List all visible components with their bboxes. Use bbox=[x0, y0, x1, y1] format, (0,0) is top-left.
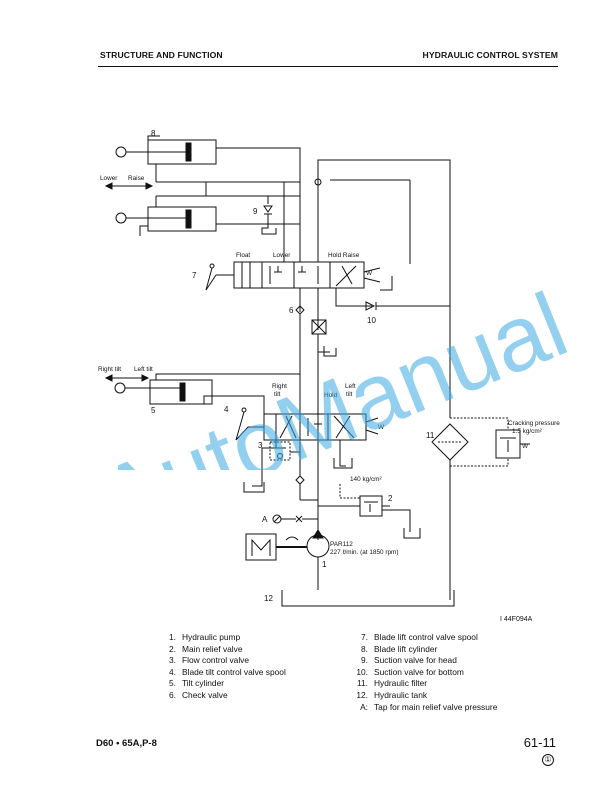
label-lower-position: Lower bbox=[273, 252, 291, 259]
legend-item: 1.Hydraulic pump bbox=[169, 632, 241, 642]
label-pump-flow: 227 ℓ/min. (at 1850 rpm) bbox=[330, 549, 399, 556]
label-pump-model: PAR112 bbox=[330, 541, 353, 548]
label-2: 2 bbox=[388, 494, 393, 503]
header-rule bbox=[98, 66, 558, 67]
legend-item: 12.Hydraulic tank bbox=[356, 689, 428, 700]
legend-item: 4.Blade tilt control valve spool bbox=[169, 666, 286, 677]
label-9: 9 bbox=[253, 207, 258, 216]
main-relief-valve bbox=[339, 484, 390, 517]
label-left: Left bbox=[345, 383, 356, 390]
label-8: 8 bbox=[151, 129, 156, 138]
label-lower: Lower bbox=[100, 175, 118, 182]
hydraulic-tank bbox=[281, 590, 455, 607]
label-spring-tilt: W bbox=[378, 424, 385, 431]
chapter-title: HYDRAULIC CONTROL SYSTEM bbox=[422, 50, 558, 60]
label-A: A bbox=[262, 515, 268, 524]
section-title: STRUCTURE AND FUNCTION bbox=[100, 50, 223, 60]
label-11: 11 bbox=[426, 431, 435, 440]
label-cracking-pressure: Cracking pressure bbox=[508, 420, 560, 427]
flow-control-valve bbox=[269, 441, 300, 461]
label-6: 6 bbox=[289, 306, 294, 315]
label-left-tilt: Left tilt bbox=[134, 366, 153, 373]
label-3: 3 bbox=[258, 441, 263, 450]
model-number: D60 • 65A,P-8 bbox=[96, 738, 157, 749]
legend-item: 7.Blade lift control valve spool bbox=[361, 632, 478, 642]
label-1: 1 bbox=[322, 560, 327, 569]
legend-item: 3.Flow control valve bbox=[169, 655, 250, 666]
legend-column-2: 7.Blade lift control valve spool 8.Blade… bbox=[340, 632, 497, 713]
legend-item: 6.Check valve bbox=[169, 689, 228, 700]
legend-item: 10.Suction valve for bottom bbox=[356, 666, 464, 677]
label-spring-lift: W bbox=[366, 270, 373, 277]
label-hold: Hold bbox=[324, 392, 338, 399]
label-10: 10 bbox=[367, 316, 376, 325]
blade-lift-cylinder-bottom bbox=[115, 206, 217, 232]
hydraulic-pump bbox=[306, 529, 330, 558]
label-tilt-right: tilt bbox=[274, 391, 281, 398]
blade-tilt-control-valve bbox=[235, 407, 379, 441]
label-raise: Raise bbox=[128, 175, 145, 182]
label-12: 12 bbox=[264, 594, 273, 603]
label-right-tilt: Right tilt bbox=[98, 366, 121, 373]
legend-item: A:Tap for main relief valve pressure bbox=[360, 701, 498, 712]
blade-lift-cylinder-top bbox=[115, 139, 217, 165]
label-right: Right bbox=[272, 383, 287, 390]
legend-item: 11.Hydraulic filter bbox=[356, 678, 428, 689]
label-5: 5 bbox=[151, 406, 156, 415]
legend-item: 8.Blade lift cylinder bbox=[361, 643, 438, 654]
tilt-cylinder bbox=[114, 379, 213, 405]
label-7: 7 bbox=[192, 271, 197, 280]
label-cracking-value: 1.5 kg/cm² bbox=[512, 428, 542, 435]
figure-id: I 44F094A bbox=[500, 616, 533, 623]
label-spring-filter: W bbox=[522, 443, 529, 450]
engine-symbol bbox=[245, 533, 307, 561]
label-4: 4 bbox=[224, 405, 229, 414]
page-number: 61-11 bbox=[523, 735, 556, 750]
legend-item: 2.Main relief valve bbox=[169, 643, 243, 654]
blade-lift-control-valve bbox=[205, 261, 381, 291]
legend-item: 5.Tilt cylinder bbox=[169, 678, 225, 689]
label-tilt-left: tilt bbox=[346, 391, 353, 398]
label-relief-pressure: 140 kg/cm² bbox=[350, 476, 382, 483]
label-float: Float bbox=[236, 252, 250, 259]
legend-item: 9.Suction valve for head bbox=[361, 655, 457, 666]
label-hold-raise: Hold Raise bbox=[328, 252, 360, 259]
hydraulic-filter bbox=[431, 423, 469, 461]
revision-mark: ① bbox=[542, 754, 554, 766]
legend-column-1: 1.Hydraulic pump 2.Main relief valve 3.F… bbox=[164, 632, 286, 702]
